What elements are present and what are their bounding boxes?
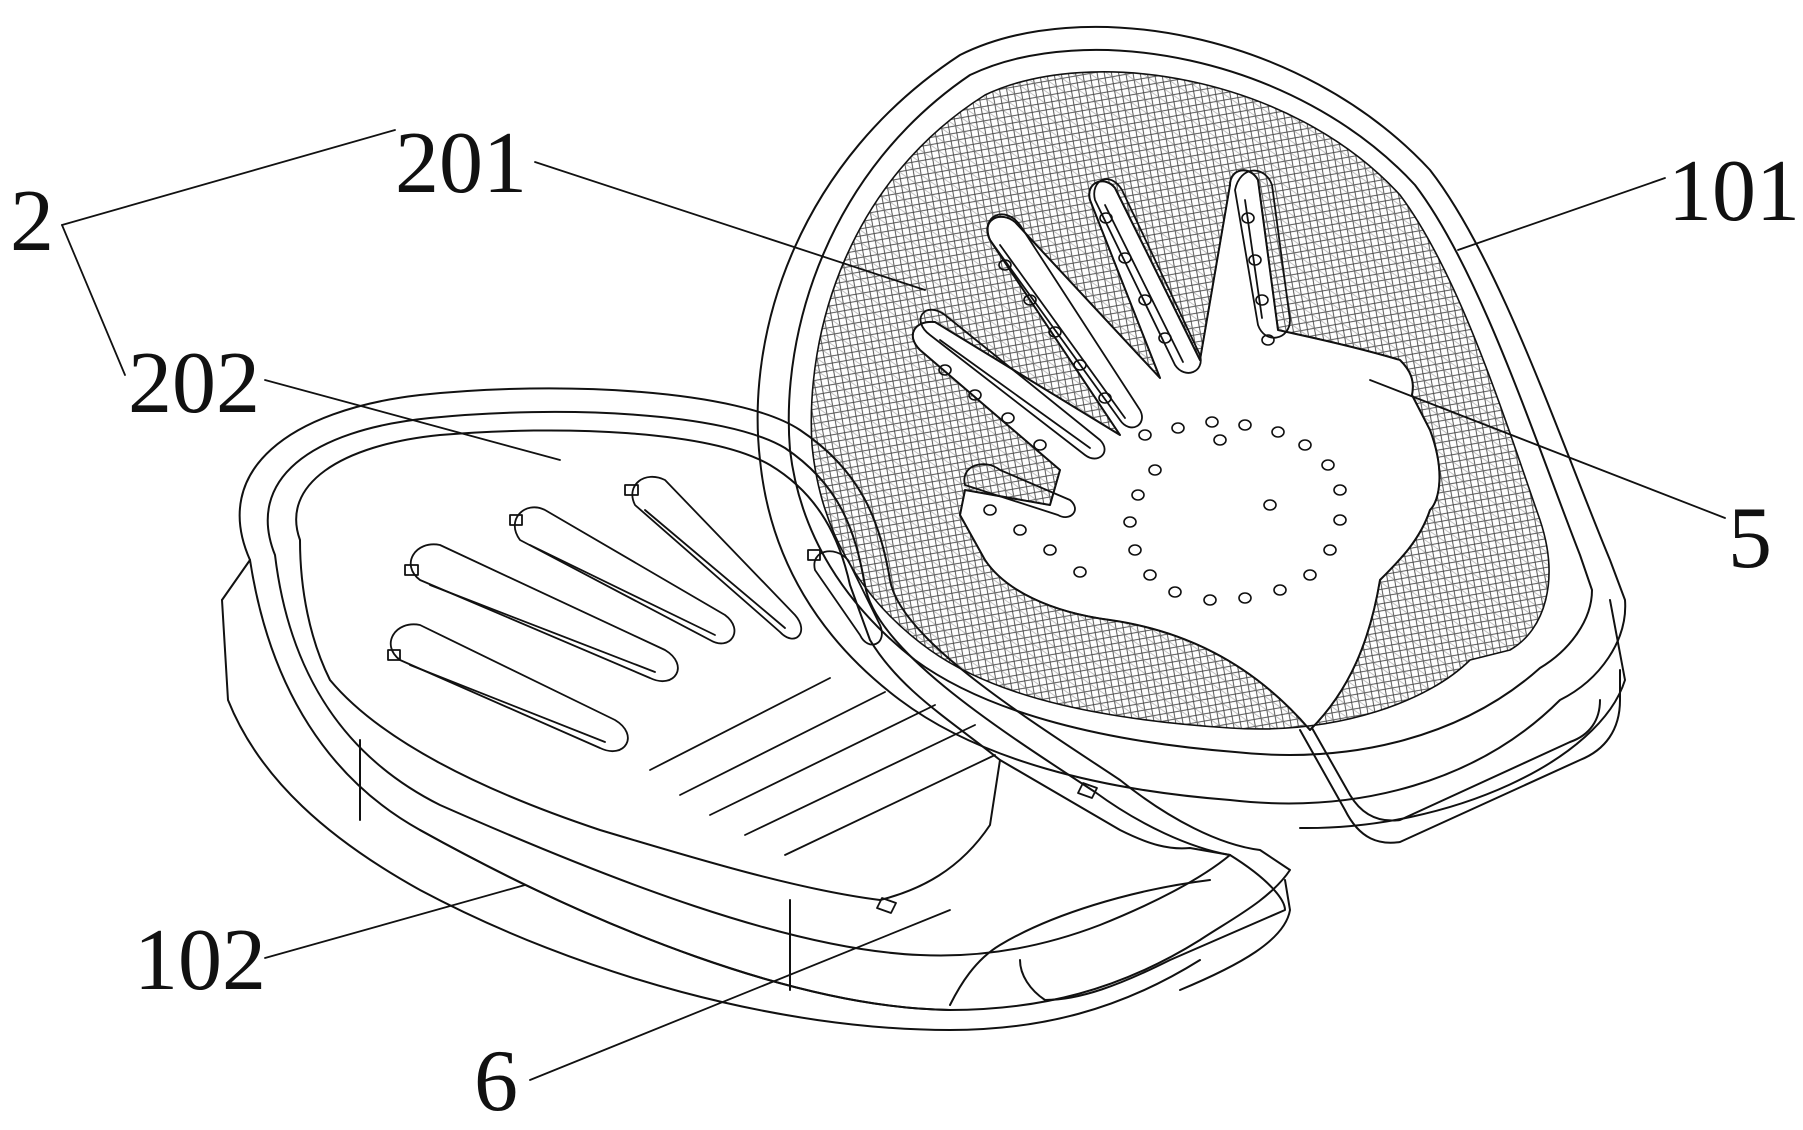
finger-slots-lower [389,475,883,753]
upper-tray-tongue [1299,669,1621,844]
callout-101: 101 [1668,143,1800,240]
callout-6: 6 [474,1033,518,1130]
callout-2: 2 [10,173,54,270]
leader-101 [1457,177,1666,251]
tab-markers [387,484,1098,914]
callout-201: 201 [395,115,527,212]
leader-6 [529,909,951,1081]
leader-lines [61,129,1726,1081]
callout-102: 102 [134,912,266,1009]
upper-tray-side-wall [1299,599,1626,830]
vent-holes [938,212,1347,606]
lower-channel-6 [999,759,1286,1001]
leader-2-lower [61,224,126,376]
upper-tray [756,25,1627,844]
finger-grooves-upper [919,169,1291,518]
callout-5: 5 [1728,490,1772,587]
leader-102 [264,884,526,959]
hand-outline [911,169,1441,731]
leader-5 [1369,379,1726,519]
lower-tray-inner-rim [266,410,1231,957]
leader-202 [264,379,561,461]
lower-tray-side-wall [221,599,1201,1031]
lower-tray [221,387,1291,1031]
mesh-pad [810,71,1550,731]
leader-201 [534,161,926,291]
upper-tray-inner-rim [787,48,1593,756]
leader-2-upper [61,129,396,226]
slope-ridges [649,677,996,856]
callout-202: 202 [128,335,260,432]
